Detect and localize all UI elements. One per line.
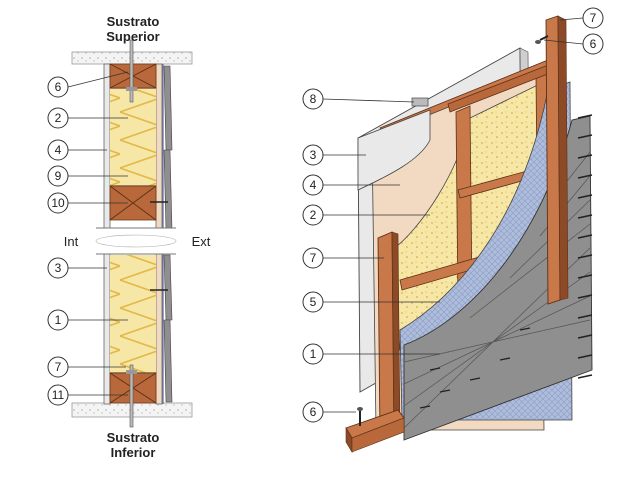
- iso-callout-circle: [302, 291, 324, 313]
- section-callout-circle: [47, 76, 69, 98]
- iso-callout-circle: [302, 88, 324, 110]
- section-callout-circle: [47, 107, 69, 129]
- top-substrate-line2: Superior: [106, 29, 160, 44]
- iso-screw: [577, 234, 593, 239]
- iso-callout-circle: [302, 174, 324, 196]
- section-callout-circle: [47, 139, 69, 161]
- isometric-view: 8 3 4 2 7 5 1 6 7 6: [302, 7, 604, 454]
- iso-clip: [411, 97, 429, 107]
- iso-screw: [577, 114, 593, 119]
- section-callout-circle: [47, 165, 69, 187]
- iso-callout-number: 6: [590, 37, 597, 51]
- iso-callout-number: 5: [310, 295, 317, 309]
- iso-callout-number: 8: [310, 92, 317, 106]
- iso-screw: [429, 367, 441, 371]
- exterior-label: Ext: [191, 234, 211, 249]
- iso-callout-circle: [582, 33, 604, 55]
- iso-anchor-bottom: [357, 407, 363, 426]
- iso-screw: [577, 214, 593, 219]
- top-substrate-label: Sustrato Superior: [98, 14, 168, 44]
- iso-top-right-post: [545, 15, 569, 305]
- section-callout-circle: [47, 192, 69, 214]
- iso-callout-number: 7: [590, 11, 597, 25]
- section-leaders: [67, 71, 129, 396]
- iso-callouts: 8 3 4 2 7 5 1 6 7 6: [302, 7, 604, 423]
- iso-callout-number: 6: [310, 405, 317, 419]
- iso-base-plate: [345, 409, 405, 454]
- iso-callout-circle: [302, 204, 324, 226]
- iso-screw: [469, 377, 481, 381]
- section-callout-number: 6: [55, 80, 62, 94]
- iso-callout-circle: [302, 247, 324, 269]
- section-callout-number: 10: [51, 196, 65, 210]
- cladding-section: [163, 65, 173, 403]
- iso-leaders: [322, 17, 584, 413]
- iso-callout-number: 4: [310, 178, 317, 192]
- iso-callout-circle: [302, 401, 324, 423]
- wall-section: 6 2 4 9 10 3 1 7 11: [47, 39, 230, 428]
- iso-screw: [577, 314, 593, 319]
- section-callout-circle: [47, 384, 69, 406]
- iso-screw: [577, 134, 593, 139]
- section-callouts: 6 2 4 9 10 3 1 7 11: [47, 76, 69, 406]
- iso-screw: [577, 154, 593, 159]
- section-callout-circle: [47, 356, 69, 378]
- section-callout-circle: [47, 309, 69, 331]
- iso-screws: [419, 114, 593, 409]
- iso-screw: [577, 334, 593, 339]
- iso-screw: [577, 374, 593, 379]
- iso-callout-number: 3: [310, 148, 317, 162]
- section-callout-circle: [47, 257, 69, 279]
- section-callout-number: 7: [55, 360, 62, 374]
- iso-screw: [419, 405, 431, 409]
- bottom-substrate-line1: Sustrato: [106, 430, 160, 445]
- iso-anchor-top: [535, 35, 549, 44]
- top-substrate-line1: Sustrato: [106, 14, 160, 29]
- anchor-bolt-bottom: [126, 364, 137, 428]
- section-callout-number: 4: [55, 143, 62, 157]
- section-callout-number: 3: [55, 261, 62, 275]
- iso-screw: [577, 294, 593, 299]
- iso-screw: [577, 274, 593, 279]
- section-callout-number: 2: [55, 111, 62, 125]
- section-callout-number: 11: [52, 388, 65, 402]
- iso-screw: [439, 389, 451, 393]
- bottom-substrate-line2: Inferior: [110, 445, 156, 460]
- iso-screw: [499, 357, 511, 361]
- iso-callout-circle: [582, 7, 604, 29]
- iso-callout-number: 1: [310, 347, 317, 361]
- section-callout-number: 9: [55, 169, 62, 183]
- interior-label: Int: [63, 234, 79, 249]
- iso-callout-circle: [302, 343, 324, 365]
- iso-callout-number: 7: [310, 251, 317, 265]
- iso-screw: [577, 354, 593, 359]
- bottom-substrate-label: Sustrato Inferior: [98, 430, 168, 460]
- iso-callout-circle: [302, 144, 324, 166]
- iso-screw: [577, 254, 593, 259]
- section-callout-number: 1: [55, 313, 62, 327]
- iso-cladding: [403, 115, 593, 441]
- iso-callout-number: 2: [310, 208, 317, 222]
- iso-screw: [577, 194, 593, 199]
- cladding-screws: [150, 201, 168, 291]
- iso-screw: [519, 327, 531, 331]
- iso-front-post: [377, 231, 401, 439]
- iso-screw: [577, 174, 593, 179]
- anchor-bolt-top: [126, 39, 137, 103]
